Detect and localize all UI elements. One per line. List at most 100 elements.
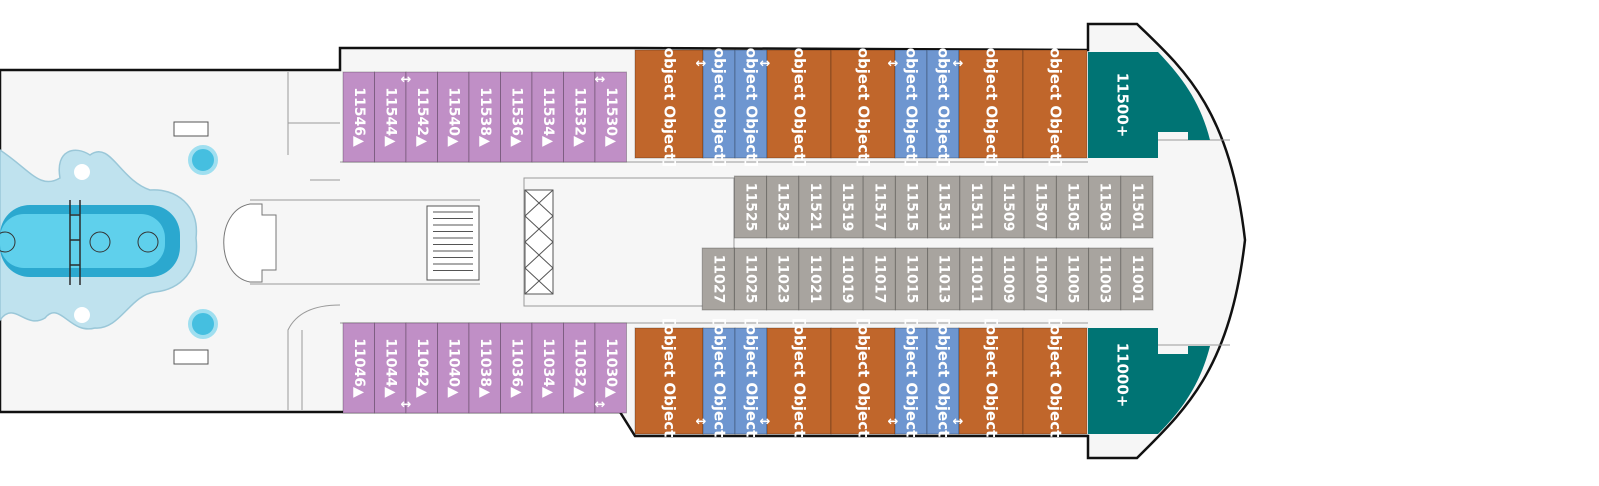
- cabin-label: 11521: [807, 183, 823, 232]
- cabin-box: [374, 322, 407, 414]
- cabin-11040[interactable]: 11040▲: [437, 322, 470, 414]
- cabin-11544[interactable]: 11544▲: [374, 71, 407, 163]
- cabin-label: [object Object]: [855, 41, 873, 167]
- cabin-[interactable]: [object Object]: [766, 41, 832, 167]
- cabin-label: 11009: [1000, 255, 1016, 304]
- cabin-11025[interactable]: 11025: [733, 247, 768, 311]
- cabin-11015[interactable]: 11015: [894, 247, 929, 311]
- cabin-[interactable]: [object Object]: [894, 41, 928, 167]
- cabin-[interactable]: [object Object]: [634, 41, 704, 167]
- cabin-box: [342, 322, 375, 414]
- cabin-label: [object Object]: [711, 41, 729, 167]
- cabin-11540[interactable]: 11540▲: [437, 71, 470, 163]
- cabin-11032[interactable]: 11032▲: [563, 322, 596, 414]
- cabin-label: 11503: [1097, 183, 1113, 232]
- cabin-box: [500, 71, 533, 163]
- cabin-[interactable]: [object Object]: [926, 318, 960, 444]
- cabin-11034[interactable]: 11034▲: [531, 322, 564, 414]
- cabin-11538[interactable]: 11538▲: [468, 71, 501, 163]
- cabin-11534[interactable]: 11534▲: [531, 71, 564, 163]
- cabin-11509[interactable]: 11509: [991, 175, 1025, 239]
- cabin-[interactable]: [object Object]: [1022, 41, 1088, 167]
- cabin-[interactable]: [object Object]: [766, 318, 832, 444]
- cabin-11500[interactable]: 11500+: [1114, 73, 1132, 138]
- cabin-11511[interactable]: 11511: [959, 175, 993, 239]
- small-stair-icons: [173, 121, 209, 365]
- cabin-11005[interactable]: 11005: [1055, 247, 1090, 311]
- cabin-label: 11542▲: [414, 87, 430, 147]
- cabin-box: [894, 49, 928, 159]
- cabin-11013[interactable]: 11013: [927, 247, 961, 311]
- cabin-11546[interactable]: 11546▲: [342, 71, 375, 163]
- cabin-box: [594, 322, 627, 414]
- cabin-box: [634, 327, 704, 435]
- cabin-label: [object Object]: [1047, 41, 1065, 167]
- cabin-11011[interactable]: 11011: [959, 247, 993, 311]
- suite-11500-shape: [1088, 52, 1210, 158]
- cabin-[interactable]: [object Object]: [702, 318, 736, 444]
- cabin-11038[interactable]: 11038▲: [468, 322, 501, 414]
- cabin-11021[interactable]: 11021: [798, 247, 832, 311]
- jet-icon: [137, 231, 159, 253]
- cabin-[interactable]: [object Object]: [830, 41, 896, 167]
- cabin-label: 11523: [775, 183, 791, 232]
- cabin-11530[interactable]: 11530▲: [594, 71, 627, 163]
- cabin-box: [991, 175, 1025, 239]
- cabin-[interactable]: [object Object]: [958, 318, 1024, 444]
- connecting-door-icon: ↔: [401, 398, 412, 413]
- cabin-11007[interactable]: 11007: [1023, 247, 1057, 311]
- cabin-11501[interactable]: 11501: [1120, 175, 1154, 239]
- cabin-[interactable]: [object Object]: [958, 41, 1024, 167]
- cabin-11023[interactable]: 11023: [766, 247, 800, 311]
- connecting-door-icon: ↔: [401, 73, 412, 88]
- cabin-11036[interactable]: 11036▲: [500, 322, 533, 414]
- cabin-[interactable]: [object Object]: [830, 318, 896, 444]
- cabin-11536[interactable]: 11536▲: [500, 71, 533, 163]
- cabin-11532[interactable]: 11532▲: [563, 71, 596, 163]
- cabin-label: [object Object]: [1047, 318, 1065, 444]
- cabin-11046[interactable]: 11046▲: [342, 322, 375, 414]
- cabin-11513[interactable]: 11513: [927, 175, 961, 239]
- cabin-11042[interactable]: 11042▲: [405, 322, 438, 414]
- cabin-11542[interactable]: 11542▲: [405, 71, 438, 163]
- cabin-11525[interactable]: 11525: [733, 175, 768, 239]
- cabin-box: [894, 247, 929, 311]
- cabin-[interactable]: [object Object]: [634, 318, 704, 444]
- cabin-11517[interactable]: 11517: [862, 175, 896, 239]
- cabin-11505[interactable]: 11505: [1055, 175, 1090, 239]
- cabin-box: [830, 175, 864, 239]
- cabin-11030[interactable]: 11030▲: [594, 322, 627, 414]
- cabin-[interactable]: [object Object]: [894, 318, 928, 444]
- cabin-label: 11532▲: [571, 87, 587, 147]
- cabin-11515[interactable]: 11515: [894, 175, 929, 239]
- cabin-label: 11044▲: [382, 338, 398, 398]
- cabin-11001[interactable]: 11001: [1120, 247, 1154, 311]
- cabin-11027[interactable]: 11027: [701, 247, 735, 311]
- cabin-[interactable]: [object Object]: [702, 41, 736, 167]
- elevator-icon: [524, 189, 554, 295]
- cabin-[interactable]: [object Object]: [1022, 318, 1088, 444]
- cabin-11019[interactable]: 11019: [830, 247, 864, 311]
- cabin-11523[interactable]: 11523: [766, 175, 800, 239]
- cabin-box: [798, 175, 832, 239]
- connecting-door-icon: ↔: [953, 415, 964, 430]
- cabins-layer: 11546▲11544▲11542▲11540▲11538▲11536▲1153…: [342, 41, 1154, 444]
- cabin-11507[interactable]: 11507: [1023, 175, 1057, 239]
- cabin-11519[interactable]: 11519: [830, 175, 864, 239]
- cabin-label: 11513: [936, 183, 952, 232]
- cabin-box: [701, 247, 735, 311]
- cabin-label: 11011: [968, 255, 984, 304]
- cabin-11009[interactable]: 11009: [991, 247, 1025, 311]
- cabin-11503[interactable]: 11503: [1088, 175, 1122, 239]
- cabin-11000[interactable]: 11000+: [1114, 343, 1132, 408]
- cabin-11521[interactable]: 11521: [798, 175, 832, 239]
- cabin-[interactable]: [object Object]: [926, 41, 960, 167]
- pool-area: [0, 149, 198, 330]
- connecting-door-icon: ↔: [595, 73, 606, 88]
- cabin-box: [468, 71, 501, 163]
- cabin-11044[interactable]: 11044▲: [374, 322, 407, 414]
- cabin-11017[interactable]: 11017: [862, 247, 896, 311]
- cabin-11003[interactable]: 11003: [1088, 247, 1122, 311]
- cabin-box: [405, 71, 438, 163]
- cabin-label: 11032▲: [571, 338, 587, 398]
